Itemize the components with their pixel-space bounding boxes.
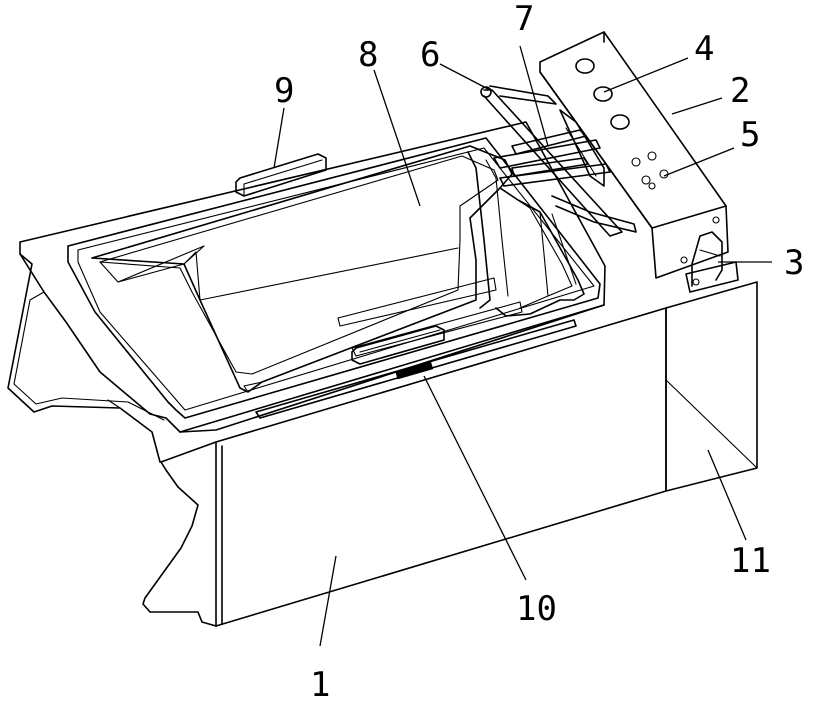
callout-11: 11	[730, 541, 771, 581]
callout-5: 5	[740, 115, 760, 155]
callout-3: 3	[784, 243, 804, 283]
callout-4: 4	[694, 29, 714, 69]
callout-6: 6	[420, 35, 440, 75]
callout-7: 7	[514, 0, 534, 39]
callout-1: 1	[310, 665, 330, 704]
callout-10: 10	[516, 589, 557, 629]
top-frame	[8, 122, 605, 462]
cabinet-body	[143, 282, 757, 626]
drain-slot	[256, 320, 576, 418]
callout-9: 9	[274, 71, 294, 111]
callout-8: 8	[358, 35, 378, 75]
leader-lines	[274, 46, 772, 646]
handle-top	[236, 154, 326, 196]
callout-2: 2	[730, 71, 750, 111]
